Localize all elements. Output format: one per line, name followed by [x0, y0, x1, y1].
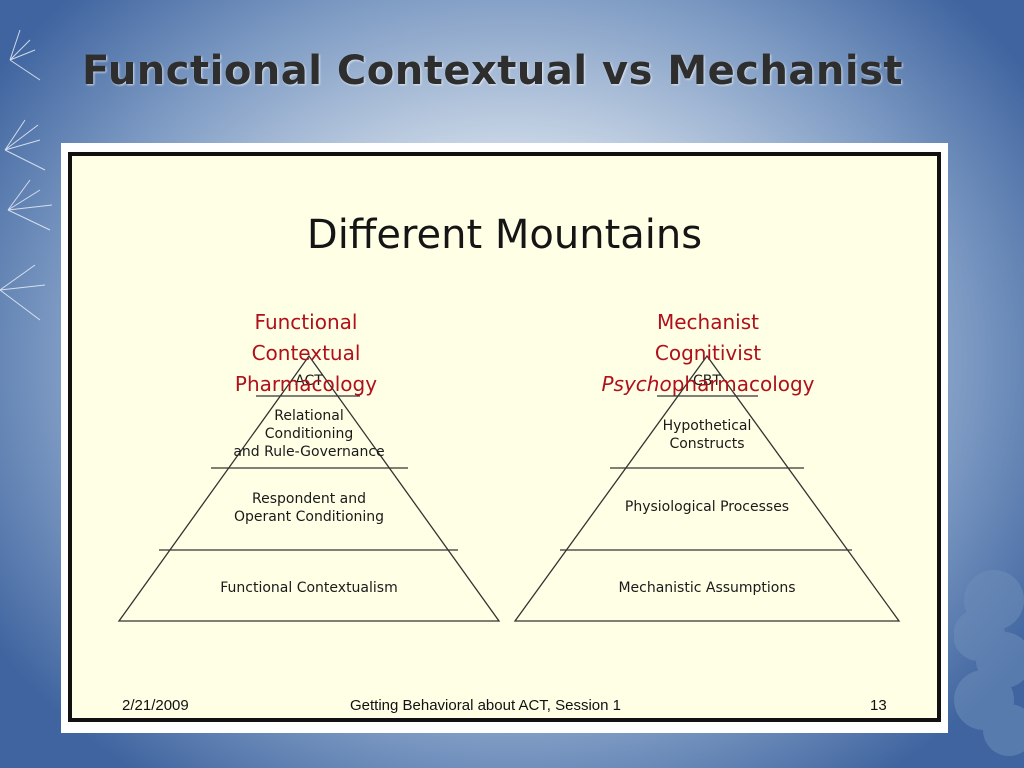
embedded-slide-image: Different Mountains ACT Relational Condi…: [61, 143, 948, 733]
footer-session-title: Getting Behavioral about ACT, Session 1: [350, 697, 621, 714]
heading-line: Contextual: [251, 341, 361, 365]
heading-line: Mechanist: [657, 310, 759, 334]
embedded-slide-frame: Different Mountains ACT Relational Condi…: [68, 152, 941, 722]
level-text: Functional Contextualism: [220, 580, 398, 596]
heading-line: Cognitivist: [654, 341, 762, 365]
heading-suffix: pharmacology: [671, 372, 815, 396]
heading-line: Functional: [254, 310, 358, 334]
level-text: and Rule-Governance: [233, 444, 385, 460]
right-pyramid-heading: Mechanist Cognitivist Psychopharmacology: [578, 307, 838, 400]
heading-line: Psychopharmacology: [578, 369, 838, 400]
right-pyramid-outline: [513, 354, 901, 622]
left-pyramid-level-1: ACT: [219, 372, 399, 390]
level-text: Operant Conditioning: [233, 509, 385, 525]
right-pyramid-level-4: Mechanistic Assumptions: [587, 579, 827, 597]
right-pyramid-level-2: Hypothetical Constructs: [617, 417, 797, 453]
left-pyramid-level-4: Functional Contextualism: [189, 579, 429, 597]
level-text: Constructs: [669, 436, 745, 452]
level-text: CBT: [693, 373, 721, 389]
footer-page-number: 13: [870, 697, 887, 714]
slide-title: Functional Contextual vs Mechanist: [82, 48, 904, 94]
level-text: Respondent and: [252, 491, 366, 507]
heading-line: Pharmacology: [234, 372, 378, 396]
left-pyramid-level-2: Relational Conditioning and Rule-Governa…: [219, 407, 399, 461]
level-text: Hypothetical: [662, 418, 752, 434]
right-pyramid-level-3: Physiological Processes: [597, 498, 817, 516]
embedded-slide-title: Different Mountains: [306, 212, 703, 258]
left-pyramid-heading: Functional Contextual Pharmacology: [176, 307, 436, 400]
level-text: Mechanistic Assumptions: [618, 580, 796, 596]
footer-date: 2/21/2009: [122, 697, 189, 714]
level-text: Physiological Processes: [624, 499, 790, 515]
left-pyramid-outline: [117, 354, 501, 622]
heading-italic-prefix: Psycho: [601, 372, 672, 396]
tree-silhouette-decoration-right: [954, 570, 1024, 756]
dandelion-decoration-left: [0, 29, 53, 321]
level-text: ACT: [295, 373, 323, 389]
right-pyramid-level-1: CBT: [617, 372, 797, 390]
level-text: Relational: [274, 408, 344, 424]
level-text: Conditioning: [264, 426, 354, 442]
left-pyramid-level-3: Respondent and Operant Conditioning: [204, 490, 414, 526]
pyramids-graphic: [117, 354, 901, 622]
